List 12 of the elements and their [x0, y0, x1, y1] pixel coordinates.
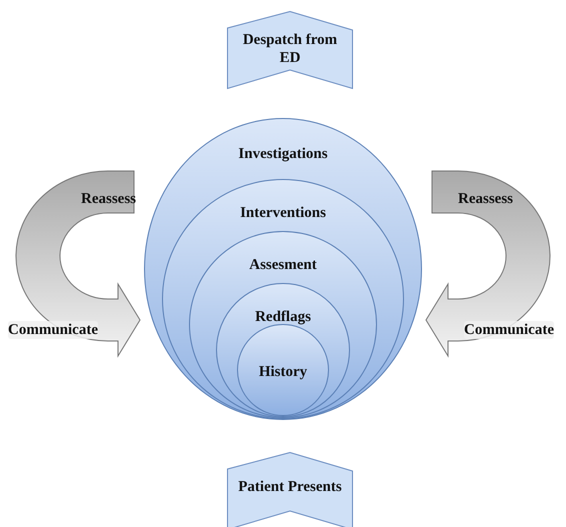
nested-circle [237, 324, 329, 416]
node-label: Investigations [237, 145, 329, 163]
node-label: Communicate [464, 321, 554, 339]
node-label: Patient Presents [237, 478, 343, 496]
node-label: Communicate [8, 321, 98, 339]
node-label: Reassess [458, 190, 513, 208]
node-label: Assesment [248, 256, 318, 274]
node-label: Interventions [239, 204, 327, 222]
node-label: History [258, 363, 308, 381]
node-label: Redflags [254, 308, 312, 326]
node-label: Despatch from ED [242, 31, 338, 67]
node-label: Reassess [81, 190, 136, 208]
